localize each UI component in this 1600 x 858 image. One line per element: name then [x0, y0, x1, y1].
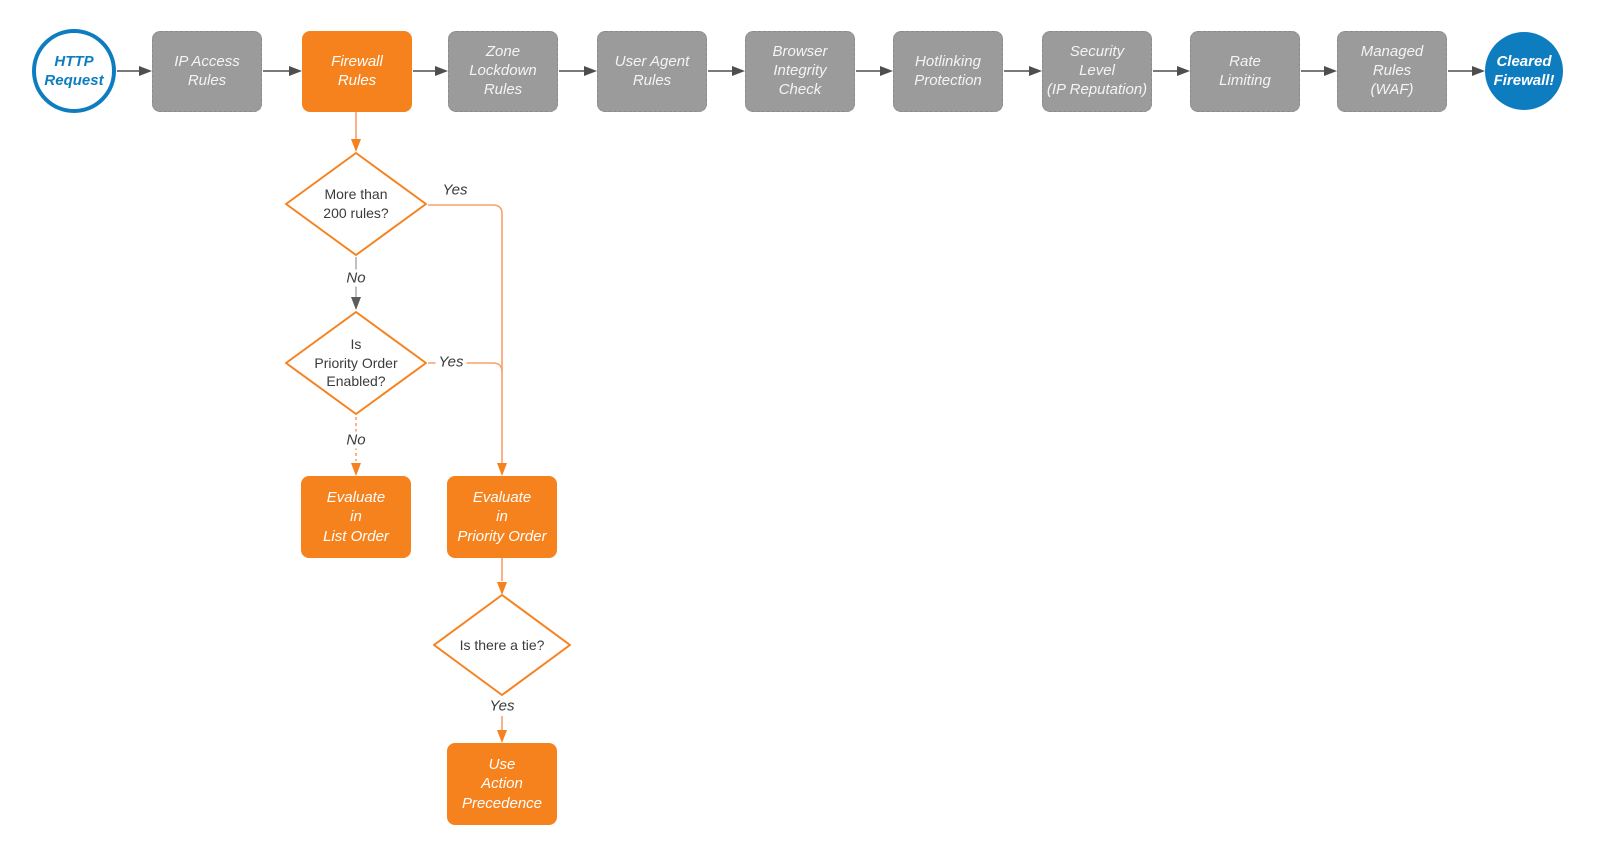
arrow-ip-access-to-firewall [263, 66, 302, 76]
stage-hotlinking-protection: Hotlinking Protection [893, 31, 1003, 112]
stage-user-agent-rules: User Agent Rules [597, 31, 707, 112]
stage-rate-limiting: Rate Limiting [1190, 31, 1300, 112]
edge-label-yes-priority-enabled: Yes [435, 353, 467, 371]
diamond-shape [285, 311, 427, 415]
edge-label-no-priority-enabled: No [343, 431, 369, 449]
process-evaluate-in-priority-order: Evaluate in Priority Order [447, 476, 557, 558]
process-use-action-precedence: Use Action Precedence [447, 743, 557, 825]
arrow-firewall-to-zone [413, 66, 448, 76]
start-node-http-request: HTTP Request [32, 29, 116, 113]
stage-firewall-rules: Firewall Rules [302, 31, 412, 112]
stage-zone-lockdown-rules: Zone Lockdown Rules [448, 31, 558, 112]
arrow-browser-to-hotlinking [856, 66, 893, 76]
edge-label-yes-tie: Yes [486, 697, 518, 715]
decision-more-than-200-rules: More than 200 rules? [284, 151, 428, 257]
arrow-security-to-rate [1153, 66, 1190, 76]
arrow-priority-order-to-tie [497, 558, 507, 595]
decision-question: Is Priority Order Enabled? [314, 335, 398, 390]
edge-label-no-more-than-200: No [343, 269, 369, 287]
decision-priority-order-enabled: Is Priority Order Enabled? [284, 310, 428, 416]
end-node-cleared-firewall: Cleared Firewall! [1485, 32, 1563, 110]
stage-ip-access-rules: IP Access Rules [152, 31, 262, 112]
line-yes-priority-enabled [428, 362, 503, 373]
arrow-managed-to-end [1448, 66, 1485, 76]
arrow-start-to-ip-access [117, 66, 152, 76]
arrow-hotlinking-to-security [1004, 66, 1042, 76]
diamond-shape [433, 594, 571, 696]
arrow-yes-to-priority-order [428, 204, 507, 476]
arrow-user-agent-to-browser [708, 66, 745, 76]
arrow-yes-to-action-precedence [497, 716, 507, 743]
decision-question: Is there a tie? [459, 636, 545, 653]
edge-label-yes-more-than-200: Yes [439, 181, 471, 199]
arrow-zone-to-user-agent [559, 66, 597, 76]
arrow-no-to-list-order [351, 417, 361, 476]
stage-managed-rules-waf: Managed Rules (WAF) [1337, 31, 1447, 112]
process-evaluate-in-list-order: Evaluate in List Order [301, 476, 411, 558]
decision-is-there-a-tie: Is there a tie? [432, 593, 572, 697]
arrow-rate-to-managed [1301, 66, 1337, 76]
decision-question: More than 200 rules? [323, 186, 389, 221]
stage-security-level: Security Level (IP Reputation) [1042, 31, 1152, 112]
stage-browser-integrity-check: Browser Integrity Check [745, 31, 855, 112]
diamond-shape [285, 152, 427, 256]
arrow-firewall-to-decision-200 [351, 112, 361, 152]
